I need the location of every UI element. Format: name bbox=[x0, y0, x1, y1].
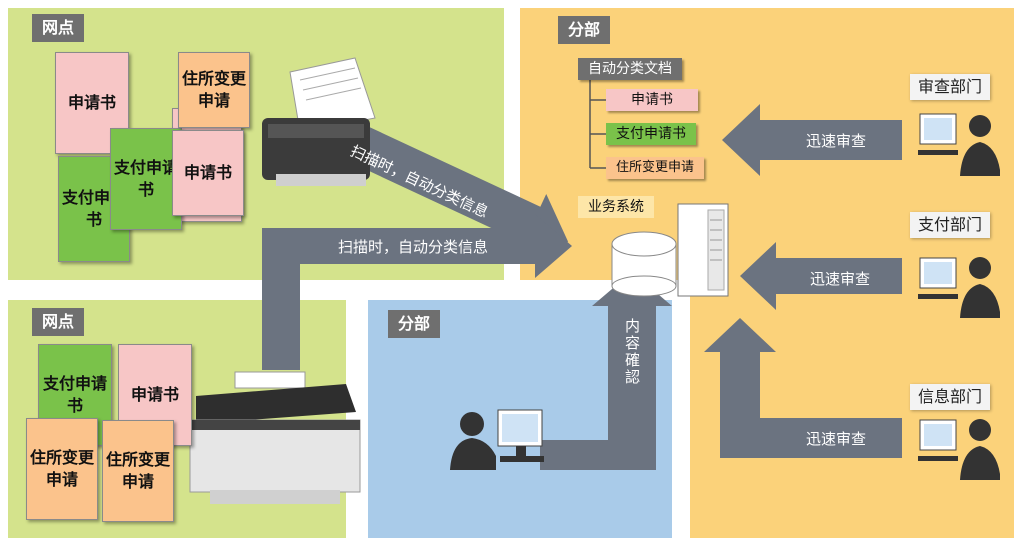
worker-center bbox=[450, 409, 544, 470]
review-label-2: 迅速审查 bbox=[810, 270, 871, 288]
review-arrow-3 bbox=[704, 318, 902, 458]
tree-item-payment: 支付申请书 bbox=[606, 123, 696, 145]
dept-info: 信息部门 bbox=[910, 384, 991, 410]
tree-root: 自动分类文档 bbox=[578, 58, 682, 80]
tree-item-application: 申请书 bbox=[606, 89, 698, 111]
database-icon bbox=[611, 231, 677, 297]
worker-info bbox=[918, 419, 1000, 480]
review-label-3: 迅速审查 bbox=[806, 430, 867, 448]
tree-item-address: 住所变更申请 bbox=[606, 157, 705, 179]
division-right-label: 分部 bbox=[558, 16, 611, 44]
scanner-top bbox=[262, 57, 376, 186]
review-arrow-1 bbox=[722, 104, 902, 176]
dept-payment: 支付部门 bbox=[910, 212, 991, 238]
scanner-bottom bbox=[189, 371, 361, 504]
worker-payment bbox=[918, 257, 1000, 318]
division-mid-label: 分部 bbox=[388, 310, 441, 338]
review-label-1: 迅速审查 bbox=[806, 132, 867, 150]
content-confirm-label: 内容確認 bbox=[623, 318, 641, 386]
doc-bottom-address-1: 住所变更申请 bbox=[26, 418, 98, 520]
branch-bottom-label: 网点 bbox=[32, 308, 85, 336]
dept-review: 审查部门 bbox=[910, 74, 991, 100]
doc-top-address-change: 住所变更申请 bbox=[178, 52, 250, 128]
content-confirm-arrow bbox=[540, 272, 672, 470]
tree-connectors bbox=[589, 80, 606, 169]
scan-arrow-bottom bbox=[262, 214, 572, 370]
doc-top-application-front: 申请书 bbox=[172, 130, 244, 216]
branch-top-label: 网点 bbox=[32, 14, 85, 42]
system-label: 业务系统 bbox=[578, 196, 654, 218]
review-arrow-2 bbox=[740, 242, 902, 310]
doc-top-payment: 支付申请书 bbox=[110, 128, 182, 230]
worker-review bbox=[918, 113, 1000, 176]
server-icon bbox=[677, 203, 729, 297]
doc-bottom-address-2: 住所变更申请 bbox=[102, 420, 174, 522]
scan-label-bottom: 扫描时，自动分类信息 bbox=[338, 238, 489, 256]
scan-arrow-top bbox=[333, 118, 569, 256]
